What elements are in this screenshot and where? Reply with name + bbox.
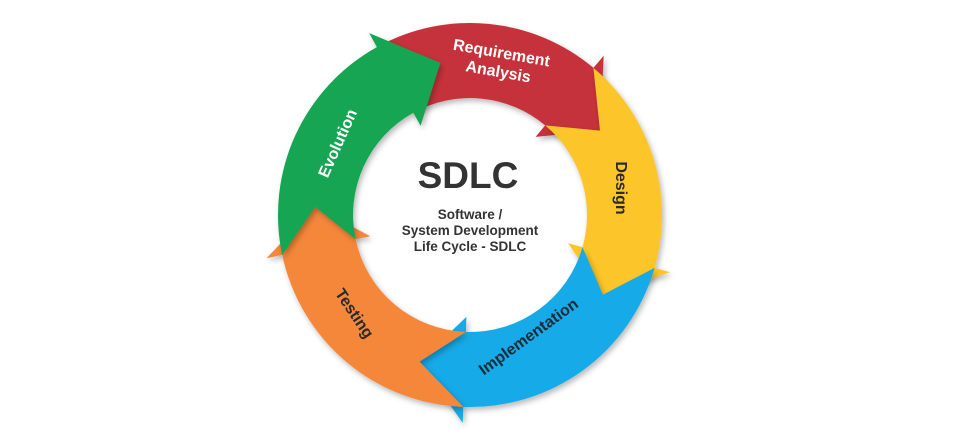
arrow-testing <box>266 206 466 407</box>
arrow-design <box>545 67 670 295</box>
arrow-requirement-analysis <box>376 23 604 137</box>
center-subtitle-line-2: System Development <box>402 223 539 238</box>
center-subtitle-line-3: Life Cycle - SDLC <box>414 239 527 254</box>
label-design: Design <box>612 161 629 214</box>
arrow-implementation <box>419 247 655 423</box>
arrow-evolution <box>278 33 441 255</box>
center-title: SDLC <box>418 155 519 196</box>
center-subtitle-line-1: Software / <box>438 207 503 222</box>
center-circle <box>353 98 587 332</box>
